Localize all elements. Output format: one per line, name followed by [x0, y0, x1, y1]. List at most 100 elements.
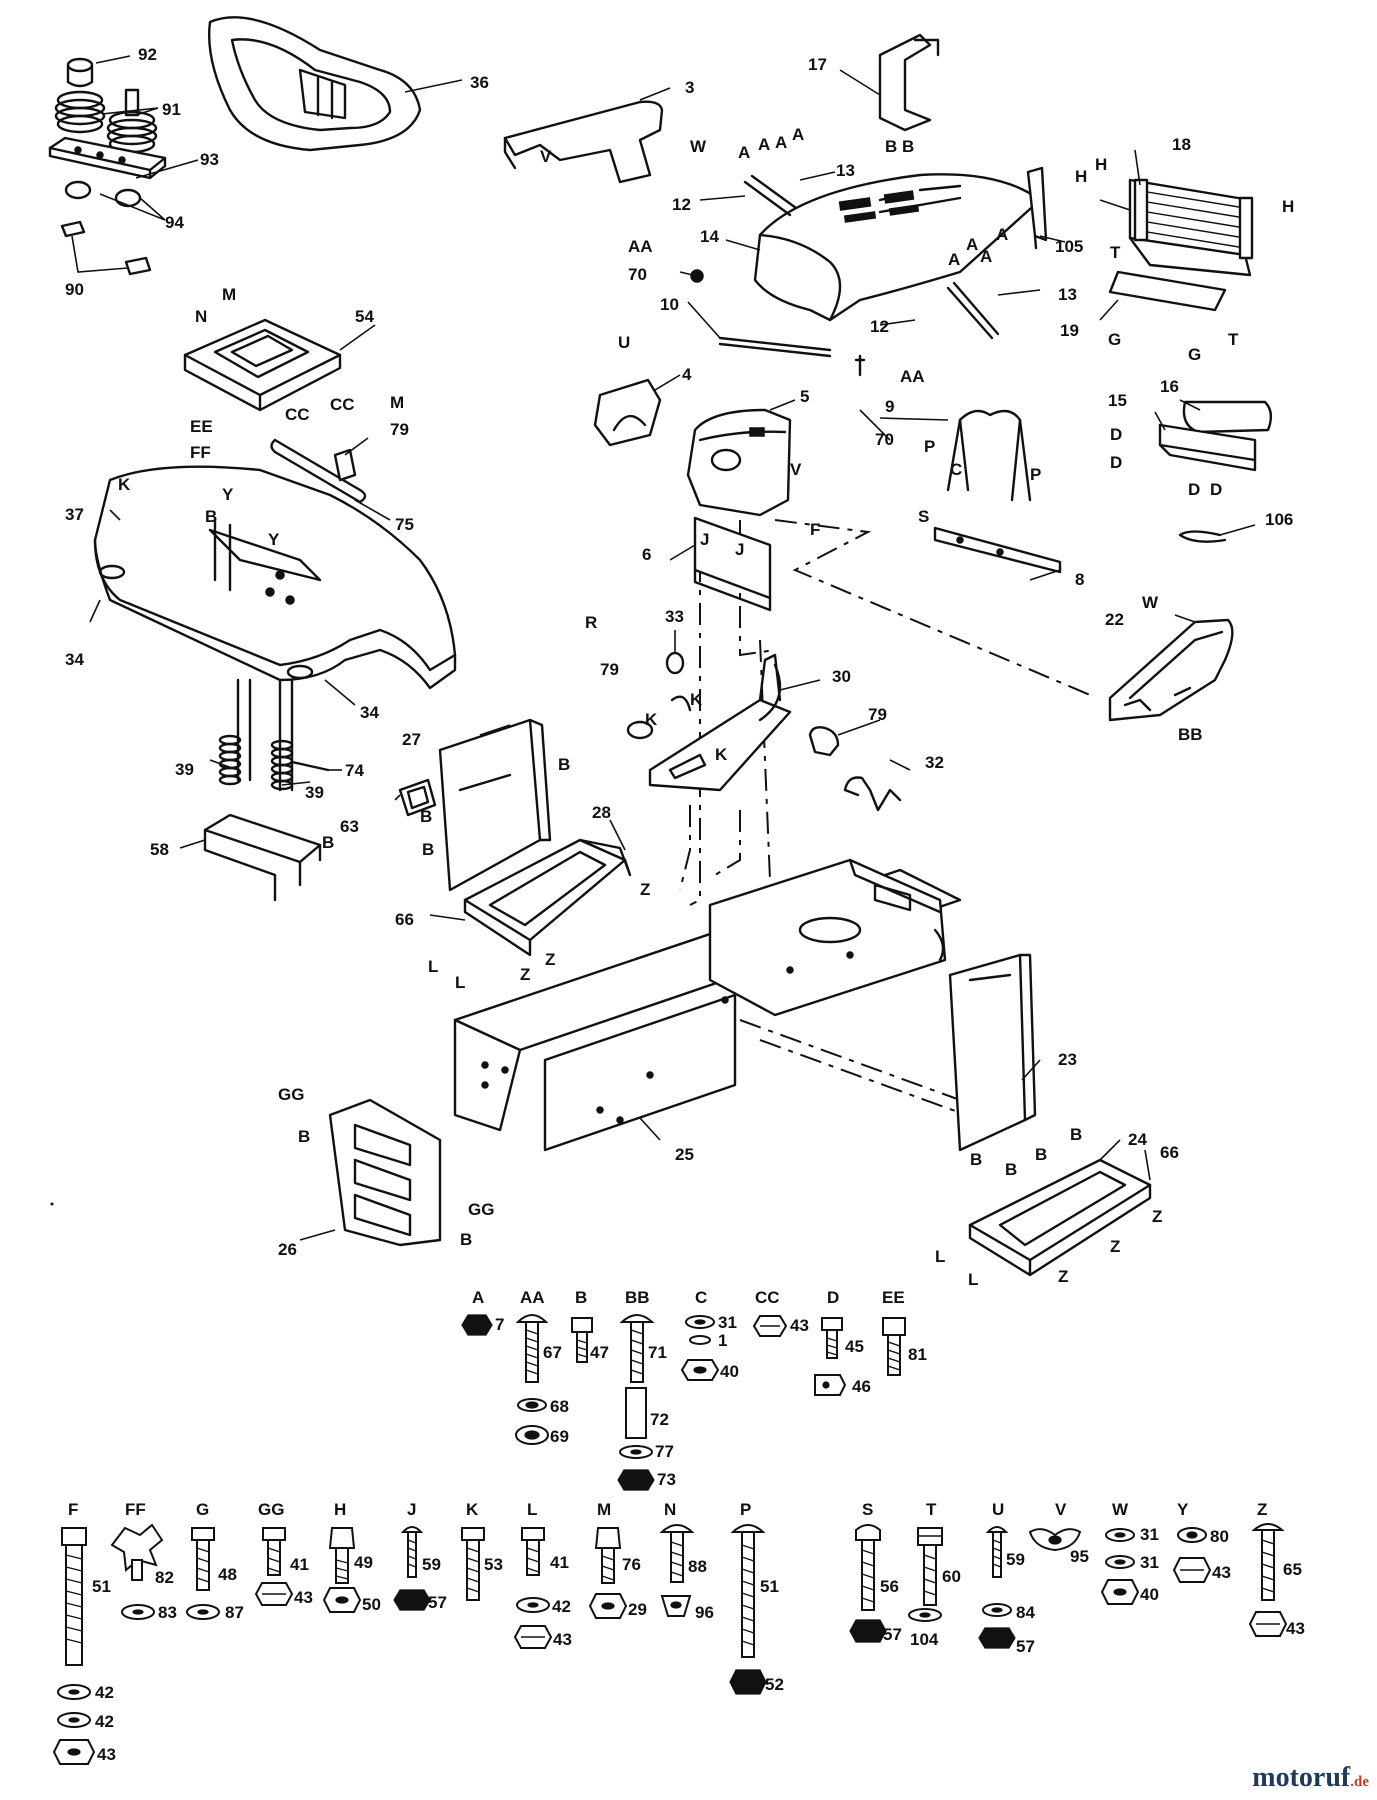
- steering-plate[interactable]: [626, 651, 792, 792]
- letter-key-m: M: [222, 285, 236, 304]
- callout-39: 39: [305, 783, 324, 802]
- hood-support-bar[interactable]: [933, 526, 1062, 574]
- letter-key-bb: B B: [885, 137, 914, 156]
- seat-bracket[interactable]: [878, 33, 940, 132]
- rear-fender[interactable]: [93, 465, 457, 690]
- callout-17: 17: [808, 55, 827, 74]
- hardware-part-number: 57: [1016, 1637, 1035, 1656]
- letter-key-s: S: [918, 507, 929, 526]
- front-bumper-assembly[interactable]: [1158, 400, 1273, 472]
- hood[interactable]: [753, 173, 1042, 322]
- grommet[interactable]: [398, 778, 437, 817]
- callout-26: 26: [278, 1240, 297, 1259]
- letter-key-a: A: [758, 135, 770, 154]
- footrest-right[interactable]: [968, 1158, 1152, 1277]
- hardware-part-number: 29: [628, 1600, 647, 1619]
- hardware-part-number: 43: [790, 1316, 809, 1335]
- letter-key-a: A: [980, 247, 992, 266]
- callout-10: 10: [660, 295, 679, 314]
- side-panel-right[interactable]: [948, 953, 1037, 1152]
- hardware-part-number: 56: [880, 1577, 899, 1596]
- hardware-key-s: S: [862, 1500, 873, 1519]
- hood-hinge-parts[interactable]: [690, 174, 1000, 377]
- hardware-key-n: N: [664, 1500, 676, 1519]
- hood-bracket[interactable]: [946, 409, 1032, 502]
- letter-key-p: P: [924, 437, 935, 456]
- throttle-spring[interactable]: [843, 776, 902, 812]
- callout-79: 79: [390, 420, 409, 439]
- access-cover[interactable]: [328, 1098, 442, 1247]
- hardware-part-number: 96: [695, 1603, 714, 1622]
- hardware-part-number: 31: [1140, 1525, 1159, 1544]
- callout-90: 90: [65, 280, 84, 299]
- main-frame[interactable]: [453, 858, 962, 1152]
- letter-key-h: H: [1282, 197, 1294, 216]
- footrest-left[interactable]: [463, 838, 632, 957]
- latch-bracket[interactable]: [1026, 166, 1048, 250]
- steering-support[interactable]: [693, 516, 772, 612]
- hardware-part-number: 53: [484, 1555, 503, 1574]
- seat-suspension[interactable]: [203, 678, 330, 902]
- seat-spring-assembly[interactable]: [48, 57, 167, 276]
- letter-key-f: F: [810, 520, 820, 539]
- letter-key-b: B: [205, 507, 217, 526]
- callout-91: 91: [162, 100, 181, 119]
- hardware-key-t: T: [926, 1500, 937, 1519]
- watermark-brand: motoruf: [1252, 1762, 1351, 1793]
- callout-24: 24: [1128, 1130, 1147, 1149]
- letter-key-a: A: [792, 125, 804, 144]
- hardware-key-g: G: [196, 1500, 209, 1519]
- hardware-part-number: 46: [852, 1377, 871, 1396]
- hub-cover[interactable]: [593, 378, 662, 447]
- hardware-part-number: 59: [422, 1555, 441, 1574]
- hair-pin[interactable]: [1178, 530, 1227, 543]
- hardware-key-v: V: [1055, 1500, 1067, 1519]
- front-grille[interactable]: [1128, 178, 1254, 277]
- hardware-part-number: 57: [428, 1593, 447, 1612]
- letter-key-ee: EE: [190, 417, 213, 436]
- grille-support[interactable]: [1108, 270, 1227, 312]
- callout-70: 70: [875, 430, 894, 449]
- letter-key-b: B: [422, 840, 434, 859]
- letter-key-b: B: [970, 1150, 982, 1169]
- hardware-part-number: 59: [1006, 1550, 1025, 1569]
- hardware-part-number: 68: [550, 1397, 569, 1416]
- callout-4: 4: [682, 365, 692, 384]
- side-panel-left[interactable]: [438, 718, 552, 892]
- letter-key-a: A: [738, 143, 750, 162]
- callout-79: 79: [600, 660, 619, 679]
- letter-key-z: Z: [545, 950, 555, 969]
- hardware-part-number: 83: [158, 1603, 177, 1622]
- dash-cover[interactable]: [503, 100, 664, 184]
- hardware-part-number: 52: [765, 1675, 784, 1694]
- letter-key-w: W: [1142, 593, 1159, 612]
- letter-key-y: Y: [268, 530, 280, 549]
- hardware-part-number: 77: [655, 1442, 674, 1461]
- hardware-part-number: 40: [1140, 1585, 1159, 1604]
- hardware-key-y: Y: [1177, 1500, 1189, 1519]
- hardware-part-number: 95: [1070, 1547, 1089, 1566]
- letter-key-cc: CC: [330, 395, 355, 414]
- letter-key-g: G: [1108, 330, 1121, 349]
- hardware-part-number: 67: [543, 1343, 562, 1362]
- letter-key-k: K: [118, 475, 131, 494]
- letter-key-w: W: [690, 137, 707, 156]
- watermark-logo: motoruf.de: [1252, 1762, 1369, 1794]
- hardware-key-l: L: [527, 1500, 537, 1519]
- hardware-part-number: 65: [1283, 1560, 1302, 1579]
- letter-key-b: B: [420, 807, 432, 826]
- seat-pivot-bracket[interactable]: [270, 438, 367, 504]
- letter-key-t: T: [1110, 243, 1121, 262]
- callout-19: 19: [1060, 321, 1079, 340]
- letter-key-z: Z: [1058, 1267, 1068, 1286]
- steering-bracket[interactable]: [183, 318, 342, 412]
- cable-clamp[interactable]: [808, 726, 840, 757]
- callout-39: 39: [175, 760, 194, 779]
- letter-key-a: A: [966, 235, 978, 254]
- front-bumper[interactable]: [1108, 618, 1234, 722]
- hardware-part-number: 43: [553, 1630, 572, 1649]
- letter-key-d: D: [1110, 425, 1122, 444]
- seat[interactable]: [208, 16, 422, 152]
- dash-panel[interactable]: [686, 408, 792, 517]
